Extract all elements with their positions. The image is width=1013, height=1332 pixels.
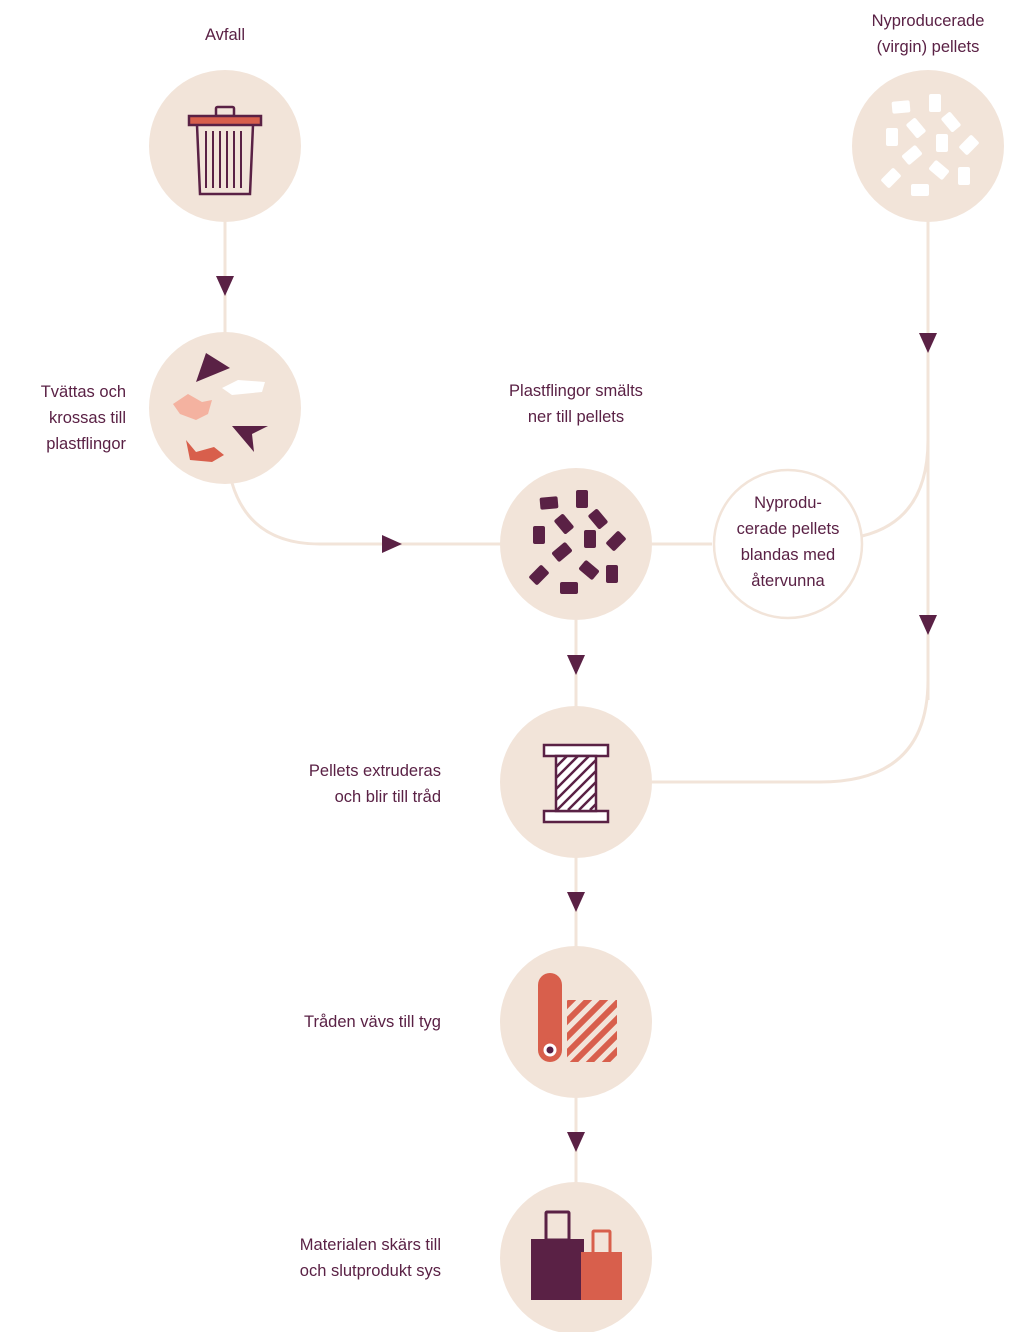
label-blend-line-1: Nyprodu-: [754, 494, 822, 512]
arrow-weave-to-sew: [567, 1132, 585, 1152]
arrow-melt-to-extrude: [567, 655, 585, 675]
label-sew: Materialen skärs till och slutprodukt sy…: [220, 1232, 441, 1284]
label-extrude-line-1: Pellets extruderas: [308, 762, 441, 780]
trash-can-icon: [187, 105, 263, 196]
recycled-pellets-icon: [529, 490, 626, 594]
step-circle-waste: [149, 70, 301, 222]
label-blend-line-2: cerade pellets: [736, 520, 840, 538]
label-virgin-line-1: Nyproducerade: [871, 12, 985, 30]
fabric-roll-icon: [538, 973, 617, 1062]
connector-virgin-to-blend: [861, 439, 930, 538]
label-weave-line: Tråden vävs till tyg: [304, 1013, 441, 1031]
label-waste-line: Avfall: [204, 26, 246, 44]
label-wash-line-2: krossas till: [48, 409, 126, 427]
label-wash: Tvättas och krossas till plastflingor: [0, 379, 126, 457]
connector-virgin-to-extrude: [652, 679, 930, 784]
label-melt-line-2: ner till pellets: [527, 408, 625, 426]
label-waste: Avfall: [175, 22, 275, 48]
connector-wash-to-melt: [230, 482, 502, 546]
virgin-pellets-icon: [881, 94, 979, 196]
label-melt-line-1: Plastflingor smälts: [509, 382, 643, 400]
label-blend-line-4: återvunna: [751, 572, 825, 590]
arrow-extrude-to-weave: [567, 892, 585, 912]
plastic-flakes-icon: [173, 353, 268, 462]
thread-spool-icon: [542, 743, 610, 824]
label-virgin: Nyproducerade (virgin) pellets: [838, 8, 1013, 60]
arrow-virgin-to-extrude: [919, 615, 937, 635]
label-extrude: Pellets extruderas och blir till tråd: [240, 758, 441, 810]
label-blend-line-3: blandas med: [740, 546, 836, 564]
label-melt: Plastflingor smälts ner till pellets: [471, 378, 681, 430]
label-wash-line-1: Tvättas och: [40, 383, 126, 401]
label-extrude-line-2: och blir till tråd: [334, 788, 441, 806]
bags-icon: [531, 1210, 622, 1300]
step-circle-melt: [500, 468, 652, 620]
step-circle-virgin: [852, 70, 1004, 222]
step-circle-wash: [149, 332, 301, 484]
label-sew-line-1: Materialen skärs till: [299, 1236, 441, 1254]
label-sew-line-2: och slutprodukt sys: [299, 1262, 441, 1280]
step-circle-weave: [500, 946, 652, 1098]
label-blend: Nyprodu- cerade pellets blandas med åter…: [718, 490, 858, 594]
arrow-waste-to-wash: [216, 276, 234, 296]
label-virgin-line-2: (virgin) pellets: [876, 38, 980, 56]
arrows: [216, 276, 937, 1152]
label-wash-line-3: plastflingor: [46, 435, 126, 453]
label-weave: Tråden vävs till tyg: [240, 1009, 441, 1035]
arrow-wash-to-melt: [382, 535, 402, 553]
arrow-virgin-down: [919, 333, 937, 353]
blend-circle: [712, 468, 864, 620]
